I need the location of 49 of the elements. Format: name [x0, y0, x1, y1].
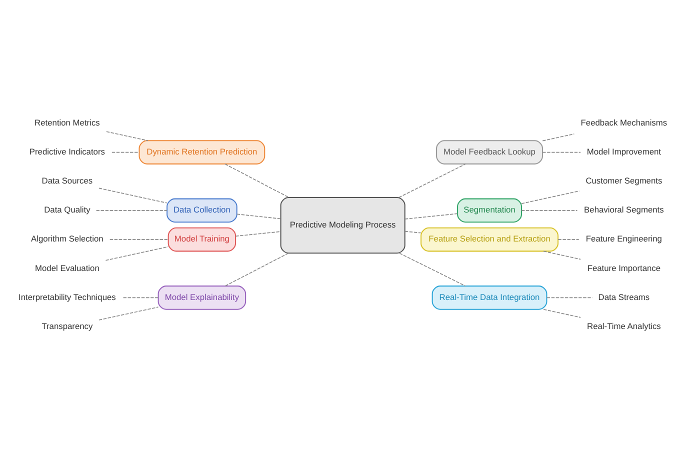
node-box: Model Explainability	[158, 286, 246, 310]
connector	[236, 214, 282, 220]
node-text: Predictive Indicators	[29, 146, 105, 156]
connector	[542, 134, 575, 142]
node-text: Model Improvement	[586, 146, 662, 156]
connector	[404, 213, 458, 220]
node-box: Real-Time Data Integration	[432, 286, 548, 310]
node-box: Model Training	[168, 227, 236, 252]
connector	[122, 297, 159, 298]
node-text: Data Quality	[44, 204, 90, 215]
node-box: Feature Selection and Extraction	[420, 227, 559, 252]
node-box: Segmentation	[457, 198, 522, 223]
connector	[399, 252, 466, 286]
connector	[542, 152, 581, 153]
connector	[112, 152, 140, 153]
node-text: Feature Engineering	[586, 234, 662, 244]
connector	[558, 239, 580, 240]
node-text: Data Sources	[42, 176, 93, 186]
connector	[224, 252, 289, 286]
node-text: Algorithm Selection	[31, 234, 104, 244]
connector	[224, 164, 290, 198]
node-text: Interpretability Techniques	[18, 292, 116, 302]
connector	[521, 190, 580, 204]
connector	[543, 308, 581, 318]
connector	[235, 231, 282, 237]
node-text: Transparency	[42, 320, 93, 331]
node-box: Dynamic Retention Prediction	[138, 140, 266, 164]
connector	[404, 230, 422, 234]
connector	[543, 250, 581, 260]
connector	[109, 239, 169, 240]
node-box: Predictive Modeling Process	[280, 197, 406, 254]
node-text: Behavioral Segments	[584, 204, 664, 215]
node-text: Feedback Mechanisms	[580, 117, 668, 128]
node-text: Retention Metrics	[34, 117, 100, 128]
node-box: Data Collection	[166, 198, 238, 223]
node-box: Model Feedback Lookup	[436, 140, 544, 164]
connector	[96, 210, 168, 211]
connector	[98, 188, 168, 204]
node-text: Real-Time Analytics	[587, 320, 661, 331]
connector	[398, 164, 466, 198]
connector	[546, 297, 593, 298]
node-text: Customer Segments	[586, 176, 662, 186]
connector	[98, 306, 159, 320]
connector	[521, 210, 578, 211]
node-text: Feature Importance	[587, 262, 661, 273]
node-text: Model Evaluation	[35, 262, 100, 273]
connector	[106, 131, 148, 142]
connector	[105, 246, 169, 261]
node-text: Data Streams	[598, 292, 650, 302]
